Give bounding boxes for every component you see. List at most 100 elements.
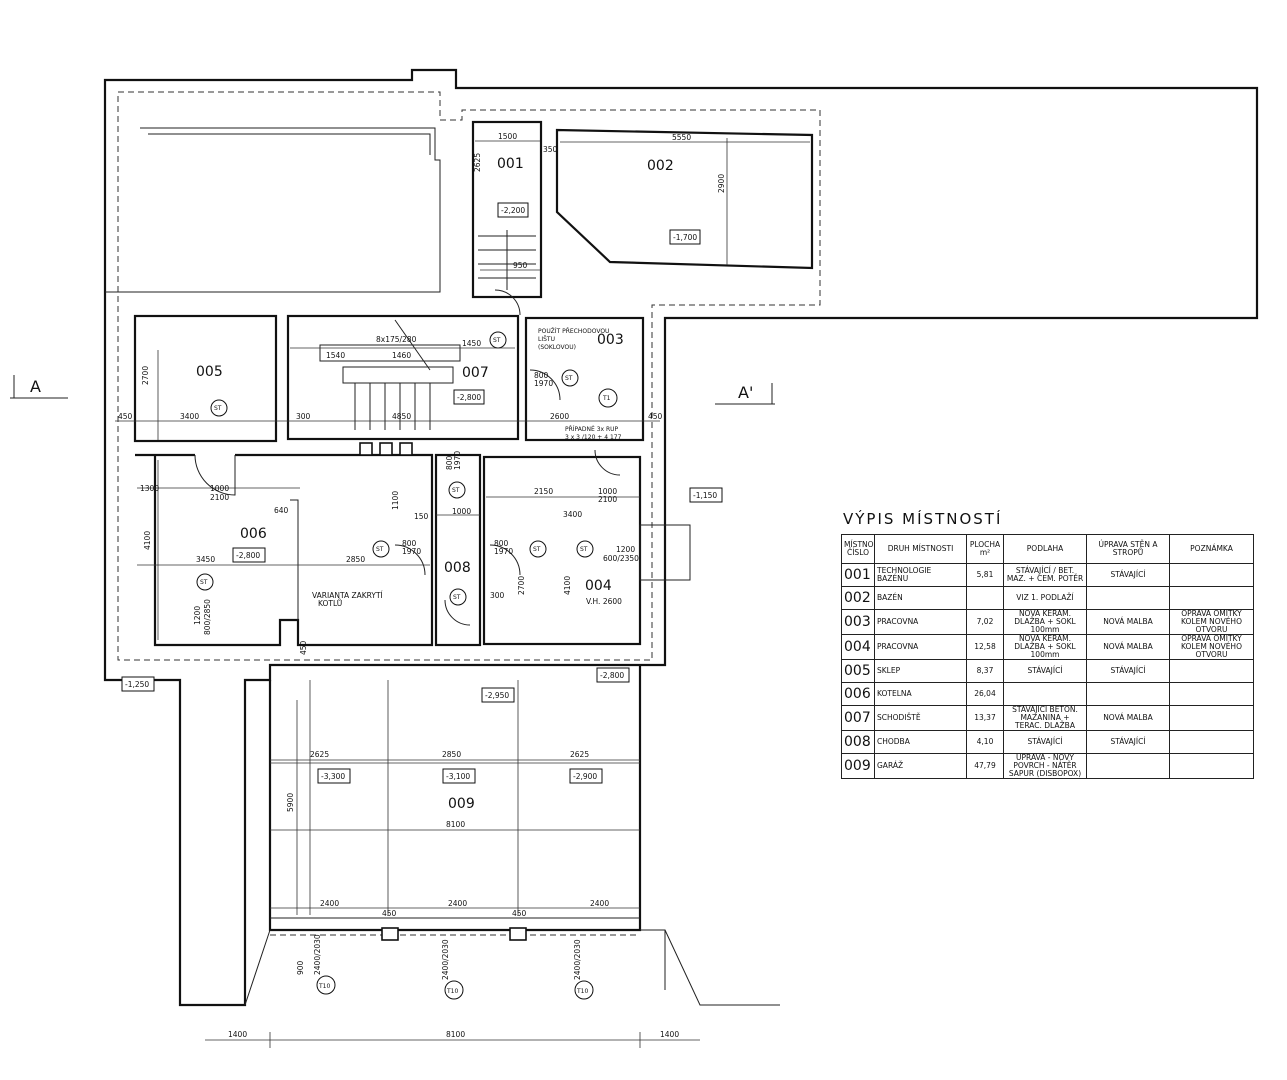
dim-text: 8100: [446, 820, 465, 829]
svg-text:ST: ST: [453, 594, 461, 601]
svg-text:T10: T10: [446, 988, 458, 995]
cell-num: 004: [841, 634, 875, 660]
room-002-walls: [555, 128, 814, 270]
dim-text: 2400/2030: [573, 939, 582, 980]
dim-text: 1000: [598, 487, 617, 496]
door-006-008: [394, 544, 426, 576]
section-label-left: A: [30, 377, 41, 396]
level-box-007: -2,800: [453, 389, 485, 405]
garage-pillar-right: [509, 927, 527, 941]
cell-name: PRACOVNA: [874, 634, 967, 660]
cell-note: [1169, 682, 1254, 706]
level-box-left: -1,250: [121, 676, 155, 692]
note-006-b: KOTLŮ: [318, 599, 342, 608]
dim-text: 1200: [193, 606, 202, 625]
dim-text: 2625: [570, 750, 589, 759]
cell-floor: STÁVAJÍCÍ: [1003, 730, 1087, 754]
dim-text: 450: [512, 909, 527, 918]
room-schedule-title: VÝPIS MÍSTNOSTÍ: [843, 510, 1003, 528]
dim-text: 3400: [180, 412, 199, 421]
stair-007: [319, 319, 461, 430]
dim-text: 5550: [672, 133, 691, 142]
garage-grid: [270, 680, 640, 915]
dim-text: 1970: [402, 547, 421, 556]
dim-text: 5900: [286, 793, 295, 812]
dim-text: 8100: [446, 1030, 465, 1039]
cell-floor: STÁVAJÍCÍ / BET. MAZ. + CEM. POTĚR: [1003, 563, 1087, 587]
section-marker-right: A': [715, 383, 775, 405]
room-004-label: 004: [585, 578, 612, 594]
table-header-row: MÍSTNO. ČÍSLO DRUH MÍSTNOSTI PLOCHA m² P…: [841, 534, 1254, 564]
dim-text: 1450: [462, 339, 481, 348]
dim-text: 800: [534, 371, 549, 380]
dim-text: 2100: [210, 493, 229, 502]
room-005-walls: [133, 314, 278, 443]
dim-text: 800/2850: [203, 599, 212, 635]
level-box-garage-3: -2,900: [569, 768, 603, 784]
cell-note: OPRAVA OMÍTKY KOLEM NOVÉHO OTVORU: [1169, 609, 1254, 635]
svg-text:ST: ST: [214, 405, 222, 412]
svg-text:-1,700: -1,700: [673, 233, 697, 242]
svg-text:ST: ST: [580, 546, 588, 553]
dim-text: 1300: [140, 484, 159, 493]
dim-text: 2400: [590, 899, 609, 908]
room-schedule: VÝPIS MÍSTNOSTÍ MÍSTNO. ČÍSLO DRUH MÍSTN…: [841, 510, 1254, 779]
dim-text: 1000: [210, 484, 229, 493]
cell-num: 005: [841, 659, 875, 683]
terrain-boundary: [117, 91, 821, 661]
st-symbol-005: ST: [210, 399, 228, 417]
st-symbol-004-a: ST: [529, 540, 547, 558]
dim-text: 450: [118, 412, 133, 421]
table-row: 006 KOTELNA 26,04: [841, 682, 1254, 706]
table-row: 003 PRACOVNA 7,02 NOVÁ KERAM. DLAŽBA + S…: [841, 609, 1254, 635]
door-007-003: [529, 369, 561, 401]
dim-text: 450: [299, 640, 308, 655]
cell-area: 26,04: [966, 682, 1004, 706]
dim-text: 1100: [391, 491, 400, 510]
cell-name: BAZÉN: [874, 586, 967, 610]
cell-note: [1169, 563, 1254, 587]
t10-symbol-3: T10: [574, 980, 594, 1000]
dim-text: 1460: [392, 351, 411, 360]
cell-floor: STÁVAJÍCÍ: [1003, 659, 1087, 683]
cell-num: 003: [841, 609, 875, 635]
cell-num: 002: [841, 586, 875, 610]
cell-walls: [1086, 586, 1170, 610]
dim-text: 2400: [448, 899, 467, 908]
dim-text: 2400: [320, 899, 339, 908]
door-008-garage: [444, 599, 471, 626]
room-001-label: 001: [497, 156, 524, 172]
dim-text: 2700: [141, 366, 150, 385]
cell-floor: STÁVAJÍCÍ BETON. MAZANINA + TERAC. DLAŽB…: [1003, 705, 1087, 731]
room-006-label: 006: [240, 526, 267, 542]
dim-text: 2700: [517, 576, 526, 595]
cell-num: 007: [841, 705, 875, 731]
cell-walls: NOVÁ MALBA: [1086, 609, 1170, 635]
note-003-d: PŘÍPADNÉ 3x RUP: [565, 425, 619, 433]
dim-text: 950: [513, 261, 528, 270]
dim-text: 300: [490, 591, 505, 600]
cell-name: SCHODIŠTĚ: [874, 705, 967, 731]
cell-name: TECHNOLOGIE BAZÉNU: [874, 563, 967, 587]
dim-text: 150: [414, 512, 429, 521]
stair-001: [478, 230, 536, 290]
st-symbol-008-top: ST: [448, 481, 466, 499]
cell-floor: ÚPRAVA - NOVÝ POVRCH - NÁTĚR SAPUR (DISB…: [1003, 753, 1087, 779]
dim-text: 800: [445, 455, 454, 470]
level-box-corridor: -2,800: [596, 667, 630, 683]
dim-text: 2625: [310, 750, 329, 759]
room-007-walls: [286, 314, 520, 441]
svg-text:ST: ST: [565, 375, 573, 382]
dim-text: 300: [296, 412, 311, 421]
level-box-garage-entry: -2,950: [481, 687, 515, 703]
dim-text: 4850: [392, 412, 411, 421]
level-box-garage-2: -3,100: [442, 768, 476, 784]
cell-name: PRACOVNA: [874, 609, 967, 635]
cell-note: OPRAVA OMÍTKY KOLEM NOVÉHO OTVORU: [1169, 634, 1254, 660]
header-type: DRUH MÍSTNOSTI: [874, 534, 967, 564]
svg-text:-2,800: -2,800: [457, 393, 481, 402]
room-007-label: 007: [462, 365, 489, 381]
svg-text:-2,950: -2,950: [485, 691, 509, 700]
svg-text:-3,300: -3,300: [321, 772, 345, 781]
t1-symbol-003: T1: [598, 388, 618, 408]
